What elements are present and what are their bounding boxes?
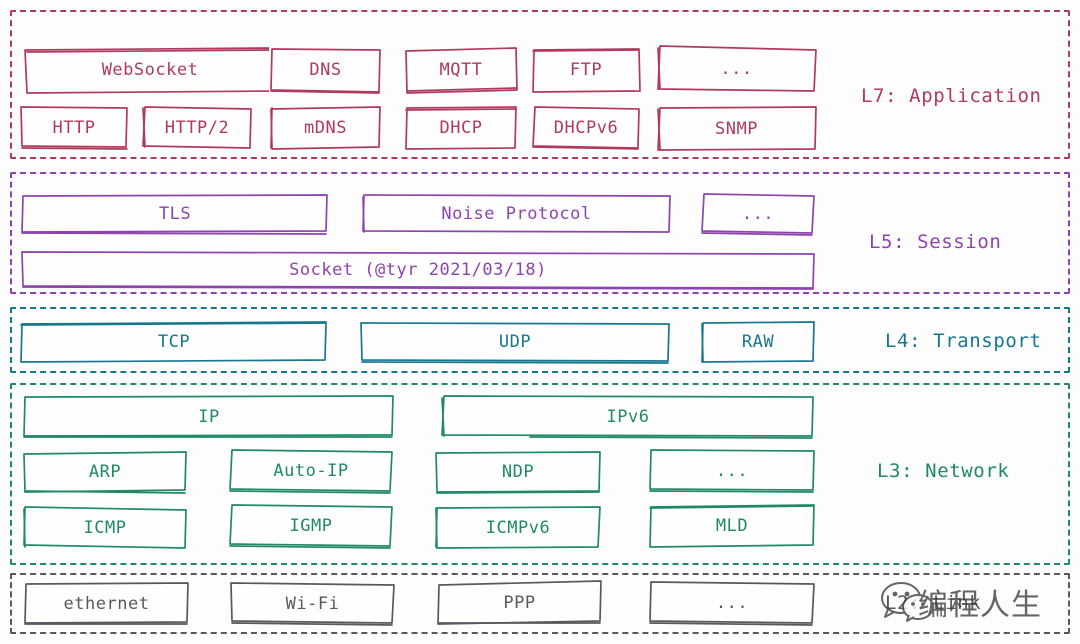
protocol-box-mqtt[interactable]: MQTT — [404, 46, 518, 94]
layer-l7-application — [10, 10, 1070, 159]
protocol-label: MLD — [715, 516, 749, 536]
protocol-box-ellipsis-l3[interactable]: ... — [648, 448, 816, 493]
protocol-box-arp[interactable]: ARP — [22, 450, 188, 494]
layer-l2-link — [10, 573, 1070, 634]
layer-l3-network — [10, 383, 1070, 565]
protocol-box-raw[interactable]: RAW — [700, 320, 816, 364]
protocol-box-dns[interactable]: DNS — [269, 46, 382, 94]
protocol-label: WebSocket — [101, 60, 199, 80]
protocol-label: UDP — [498, 332, 532, 352]
protocol-box-icmp[interactable]: ICMP — [22, 505, 188, 550]
protocol-box-ellipsis-l5[interactable]: ... — [700, 192, 816, 236]
protocol-box-ellipsis-l7[interactable]: ... — [655, 44, 818, 94]
protocol-box-udp[interactable]: UDP — [359, 320, 671, 364]
protocol-label: SNMP — [715, 118, 758, 139]
protocol-box-icmpv6[interactable]: ICMPv6 — [434, 505, 602, 550]
protocol-box-tls[interactable]: TLS — [20, 193, 330, 235]
protocol-label: Socket (@tyr 2021/03/18) — [289, 260, 547, 280]
protocol-label: ... — [715, 460, 749, 481]
protocol-label: ICMP — [83, 517, 127, 538]
protocol-label: TCP — [157, 332, 191, 352]
protocol-label: RAW — [741, 332, 775, 352]
protocol-label: mDNS — [304, 117, 347, 138]
protocol-box-auto-ip[interactable]: Auto-IP — [228, 448, 394, 494]
protocol-label: DNS — [309, 60, 342, 80]
layer-label-l7: L7: Application — [861, 85, 1042, 107]
protocol-label: Noise Protocol — [441, 204, 592, 224]
layer-label-l3: L3: Network — [877, 460, 1010, 482]
protocol-box-socket[interactable]: Socket (@tyr 2021/03/18) — [20, 250, 816, 290]
protocol-box-dhcp[interactable]: DHCP — [404, 105, 518, 150]
protocol-box-tcp[interactable]: TCP — [19, 320, 329, 364]
protocol-label: ARP — [88, 462, 122, 482]
protocol-box-websocket[interactable]: WebSocket — [23, 46, 277, 94]
protocol-box-snmp[interactable]: SNMP — [655, 105, 818, 152]
protocol-box-ndp[interactable]: NDP — [434, 450, 602, 494]
protocol-box-ellipsis-l2[interactable]: ... — [648, 580, 816, 626]
protocol-box-ip[interactable]: IP — [22, 394, 396, 439]
protocol-label: PPP — [503, 592, 536, 613]
protocol-box-ppp[interactable]: PPP — [436, 579, 603, 626]
protocol-label: IP — [198, 406, 220, 427]
protocol-box-ethernet[interactable]: ethernet — [23, 581, 190, 626]
protocol-label: DHCP — [439, 117, 483, 138]
protocol-box-noise-protocol[interactable]: Noise Protocol — [361, 193, 672, 235]
protocol-box-mdns[interactable]: mDNS — [269, 105, 382, 150]
protocol-box-igmp[interactable]: IGMP — [228, 503, 394, 549]
protocol-label: TLS — [158, 204, 192, 224]
protocol-label: ... — [720, 59, 753, 79]
protocol-label: IGMP — [289, 516, 333, 536]
protocol-box-wifi[interactable]: Wi-Fi — [229, 581, 396, 626]
protocol-box-dhcpv6[interactable]: DHCPv6 — [531, 105, 641, 150]
protocol-label: Wi-Fi — [285, 593, 340, 614]
protocol-label: HTTP/2 — [164, 117, 230, 138]
protocol-label: MQTT — [439, 60, 483, 80]
layer-l4-transport — [10, 307, 1070, 373]
protocol-label: Auto-IP — [273, 461, 349, 481]
protocol-box-ftp[interactable]: FTP — [531, 46, 641, 94]
layer-label-l5: L5: Session — [869, 231, 1002, 253]
protocol-label: HTTP — [52, 117, 96, 138]
protocol-label: ICMPv6 — [485, 517, 551, 538]
protocol-box-http[interactable]: HTTP — [19, 105, 129, 150]
layer-label-l4: L4: Transport — [885, 330, 1042, 352]
protocol-label: ... — [741, 204, 775, 224]
layer-label-l2: L2: Link — [885, 592, 982, 614]
protocol-box-http2[interactable]: HTTP/2 — [141, 105, 253, 150]
protocol-label: DHCPv6 — [553, 117, 619, 138]
layer-l5-session — [10, 172, 1070, 294]
protocol-label: ethernet — [63, 593, 150, 614]
protocol-label: ... — [715, 593, 749, 613]
protocol-box-ipv6[interactable]: IPv6 — [440, 394, 816, 439]
protocol-label: IPv6 — [606, 406, 650, 427]
protocol-box-mld[interactable]: MLD — [648, 503, 816, 549]
protocol-label: NDP — [501, 462, 535, 482]
protocol-label: FTP — [569, 60, 603, 80]
